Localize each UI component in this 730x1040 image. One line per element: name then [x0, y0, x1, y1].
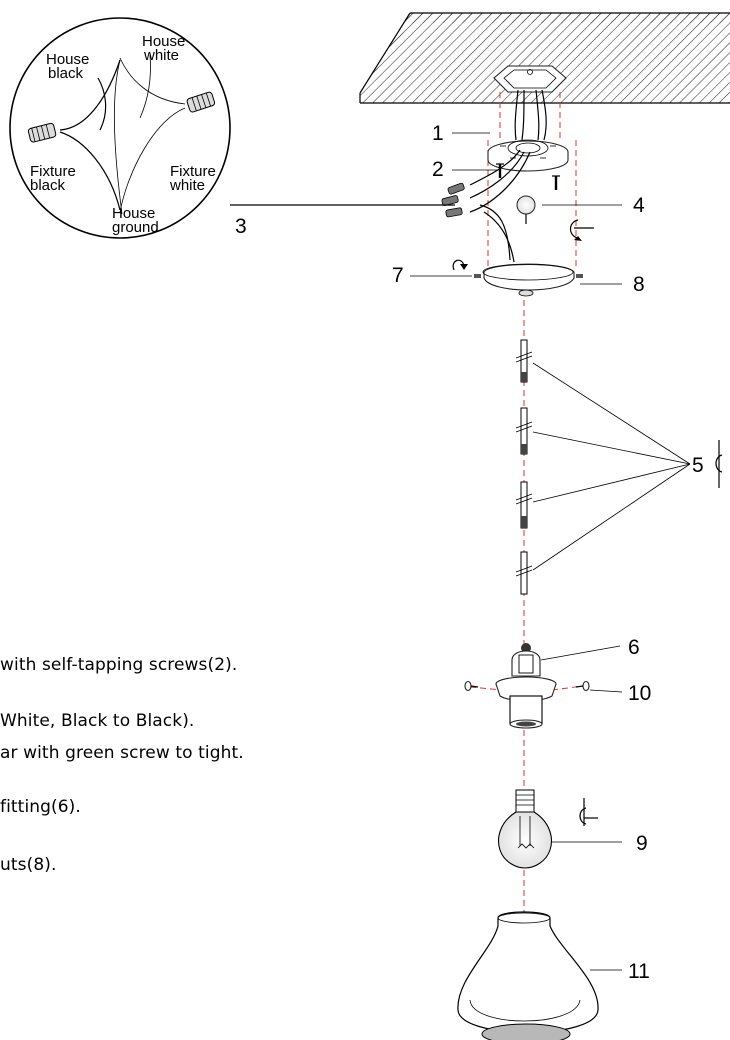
glass-shade — [457, 911, 599, 1040]
callout-6: 6 — [628, 636, 640, 659]
label-house-black-1: House — [46, 51, 89, 68]
callout-3: 3 — [235, 215, 247, 238]
label-house-black-2: black — [48, 65, 84, 82]
rotate-icon-7 — [452, 259, 468, 271]
rotate-icon-5 — [715, 440, 723, 488]
label-fixture-black-1: Fixture — [30, 163, 76, 180]
light-bulb — [498, 789, 552, 869]
callout-leaders — [410, 132, 623, 971]
label-house-ground-2: ground — [112, 219, 159, 236]
wiring-inset: House black House white Fixture black Fi… — [9, 17, 455, 239]
label-fixture-white-1: Fixture — [170, 163, 216, 180]
callout-9: 9 — [636, 832, 648, 855]
label-fixture-white-2: white — [169, 177, 205, 194]
ceiling-slab — [359, 12, 730, 104]
label-house-ground-1: House — [112, 205, 155, 222]
self-tapping-screws — [496, 163, 560, 190]
instruction-step-5: uts(8). — [0, 855, 57, 875]
supply-wires — [514, 89, 547, 141]
rods-leaders — [532, 362, 691, 571]
callout-11: 11 — [628, 960, 650, 983]
wire-connectors — [441, 182, 465, 218]
instruction-step-2: White, Black to Black). — [0, 711, 195, 731]
canopy — [482, 263, 575, 297]
ball-nut — [516, 195, 536, 224]
callout-7: 7 — [392, 264, 404, 287]
rotate-icon-9 — [579, 798, 598, 826]
junction-box — [493, 65, 567, 93]
canopy-screws — [474, 274, 583, 278]
instruction-step-3: ar with green screw to tight. — [0, 743, 244, 763]
instruction-step-1: with self-tapping screws(2). — [0, 655, 238, 675]
callout-1: 1 — [432, 122, 444, 145]
instruction-step-4: fitting(6). — [0, 797, 81, 817]
callout-4: 4 — [633, 194, 645, 217]
label-house-white-2: white — [143, 47, 179, 64]
callout-2: 2 — [432, 158, 444, 181]
mounting-bracket — [487, 139, 569, 172]
lamp-holder — [495, 643, 557, 729]
label-house-white-1: House — [142, 33, 185, 50]
callout-8: 8 — [633, 273, 645, 296]
extension-rods — [515, 339, 533, 595]
label-fixture-black-2: black — [30, 177, 66, 194]
holder-screws — [464, 680, 590, 692]
callout-10: 10 — [628, 682, 651, 705]
rotate-icon-4 — [569, 219, 594, 241]
callout-5: 5 — [692, 454, 704, 477]
fixture-wires — [469, 149, 531, 263]
